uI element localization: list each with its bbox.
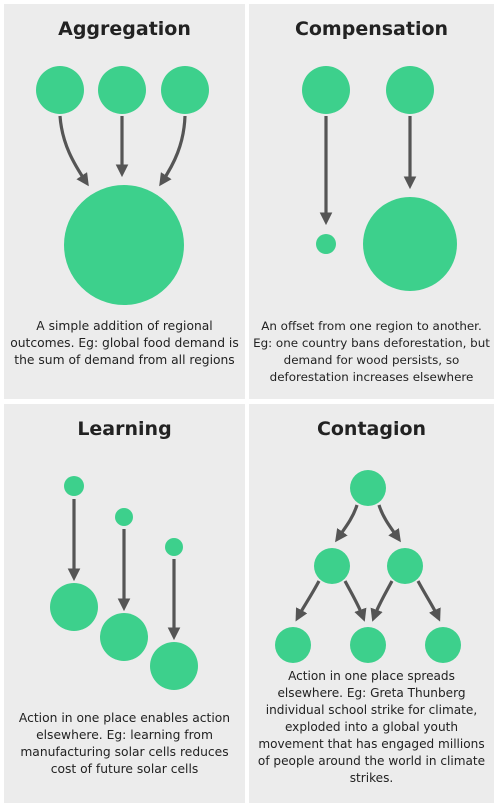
arrow-left xyxy=(58,115,89,187)
source-node-left xyxy=(36,66,84,114)
leaf-node-3 xyxy=(425,627,461,663)
compensation-diagram xyxy=(302,66,457,291)
arrow-right-leaf2 xyxy=(370,580,394,622)
learning-diagram xyxy=(50,476,198,690)
aggregate-node xyxy=(64,185,184,305)
source-node-left xyxy=(302,66,350,114)
source-node-middle xyxy=(98,66,146,114)
aggregation-diagram xyxy=(36,66,209,305)
panel-description: Action in one place enables action elsew… xyxy=(18,711,231,776)
contagion-diagram xyxy=(275,470,461,663)
mid-node-left xyxy=(314,548,350,584)
panel-title: Learning xyxy=(77,418,172,440)
shrunk-node xyxy=(316,234,336,254)
panel-aggregation: Aggregation A simple addition of regiona… xyxy=(4,4,245,399)
panel-contagion: Contagion Action in one place spreads el… xyxy=(249,404,494,803)
arrow-left-leaf1 xyxy=(295,580,321,622)
source-node-1 xyxy=(64,476,84,496)
panel-description: An offset from one region to another. Eg… xyxy=(253,319,490,384)
mid-node-right xyxy=(387,548,423,584)
panel-title: Compensation xyxy=(294,18,449,40)
panel-compensation: Compensation An offset from one region t… xyxy=(249,4,494,399)
arrow-root-left xyxy=(335,504,359,543)
panel-title: Aggregation xyxy=(58,18,191,40)
panel-title: Contagion xyxy=(316,418,427,440)
result-node-1 xyxy=(50,583,98,631)
result-node-3 xyxy=(150,642,198,690)
panel-learning: Learning Action in one place enables act… xyxy=(4,404,245,803)
leaf-node-2 xyxy=(350,627,386,663)
arrow-left-leaf2 xyxy=(343,580,367,622)
arrow-root-right xyxy=(377,504,401,543)
source-node-3 xyxy=(165,538,183,556)
panel-description: Action in one place spreads elsewhere. E… xyxy=(257,669,486,785)
leaf-node-1 xyxy=(275,627,311,663)
grown-node xyxy=(363,197,457,291)
source-node-2 xyxy=(115,508,133,526)
result-node-2 xyxy=(100,613,148,661)
panel-description: A simple addition of regional outcomes. … xyxy=(10,319,239,367)
arrow-right-leaf3 xyxy=(416,580,441,622)
source-node-right xyxy=(161,66,209,114)
root-node xyxy=(350,470,386,506)
arrow-right xyxy=(159,115,187,187)
source-node-right xyxy=(386,66,434,114)
